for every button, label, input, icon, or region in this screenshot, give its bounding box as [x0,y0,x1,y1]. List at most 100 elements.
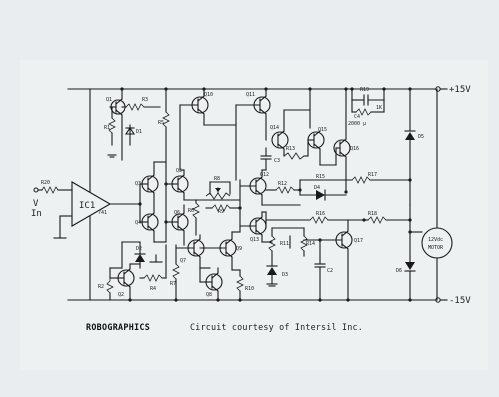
q15-label: Q15 [318,127,327,133]
q7-label: Q7 [180,258,186,264]
q4-label: Q4 [135,220,141,226]
c4-value: 2000 μ [348,121,366,127]
r2-label: R2 [98,284,104,290]
junction-dots [120,87,412,302]
q8-label: Q8 [206,292,212,298]
ic1-pin-label: 741 [98,210,107,216]
input-terminal [33,186,73,194]
r5-label: R5 [158,120,164,126]
q17-label: Q17 [354,238,363,244]
d4-diode [299,189,347,201]
r9-label: R9 [218,209,224,215]
c4-label: C4 [354,114,360,120]
r18-label: R18 [368,211,377,217]
k1-label: R8 [214,176,220,182]
motor-line2: MOTOR [428,245,444,251]
q13-transistor [239,211,273,243]
r14-label: R14 [306,241,315,247]
q9-label: Q9 [236,246,242,252]
q1-label: Q1 [106,97,112,103]
r4-resistor [139,244,167,282]
q3-label: Q3 [135,181,141,187]
r6-resistor [192,199,200,236]
r10-label: R10 [245,286,254,292]
caption-credit: Circuit courtesy of Intersil Inc. [190,322,363,332]
r11-r14-network [268,227,308,267]
d2-label: D2 [136,246,142,252]
k1-potentiometer [205,181,231,200]
d5-label: D5 [418,134,424,140]
motor-line1: 12Vdc [428,237,443,243]
r12-label: R12 [278,181,287,187]
q10-transistor [179,88,237,171]
q17-transistor [303,219,353,301]
r11-label: R11 [280,241,289,247]
q16-label: Q16 [350,146,359,152]
d1-label: D1 [136,129,142,135]
caption-brand: ROBOGRAPHICS [86,322,150,332]
q5-label: Q5 [176,168,182,174]
d2-diode [121,241,163,269]
q15-transistor [303,130,337,166]
q13-label: Q13 [250,237,259,243]
r15-label: R15 [316,174,325,180]
q11-label: Q11 [246,92,255,98]
r16-label: R16 [316,211,325,217]
d3-diode [266,265,278,287]
q7-transistor [175,234,211,269]
r7-resistor [172,257,180,301]
q9-transistor [199,231,241,271]
d4-label: D4 [314,185,320,191]
r3-label: R3 [142,97,148,103]
d6-label: D6 [396,268,402,274]
q2-label: Q2 [118,292,124,298]
q8-transistor [199,267,223,301]
c2-label: C2 [327,268,333,274]
d6-diode [404,231,416,301]
input-v-label: V [33,199,39,209]
q5-transistor [165,169,241,201]
r19-value: 1K [376,105,382,111]
r12-resistor [265,179,301,196]
r16-resistor [265,216,365,224]
q4-transistor [139,192,167,243]
r7-label: R7 [170,281,176,287]
r5-resistor [162,88,170,169]
positive-rail-label: +15V [449,85,471,95]
q6-transistor [165,167,189,246]
r1-label: R1 [104,125,110,131]
c4-r19-network [351,88,385,116]
r19-label: R19 [360,87,369,93]
q6-label: Q6 [174,210,180,216]
r9-resistor [205,204,241,212]
c2-capacitor [314,239,326,301]
q12-label: Q12 [260,172,269,178]
q11-transistor [235,88,271,181]
r13-resistor [283,148,305,160]
q1-block [107,88,161,161]
d5-diode [404,88,416,206]
q10-label: Q10 [204,92,213,98]
op-amp-ic1 [53,88,141,301]
ic1-label: IC1 [79,201,95,211]
q12-transistor [239,169,301,233]
q16-transistor [333,88,351,193]
q3-transistor [139,161,167,223]
r13-label: R13 [286,146,295,152]
c3-capacitor [260,147,272,171]
r17-resistor [299,176,411,184]
q14-label: Q14 [270,125,279,131]
r4-label: R4 [150,286,156,292]
q2-transistor [106,241,141,301]
r17-label: R17 [368,172,377,178]
d3-label: D3 [282,272,288,278]
r6-label: R6 [188,208,194,214]
motor [409,88,453,301]
q14-transistor [271,88,311,150]
negative-rail-label: -15V [449,296,471,306]
c3-label: C3 [274,158,280,164]
input-in-label: In [31,209,42,219]
input-resistor-label: R20 [41,180,50,186]
